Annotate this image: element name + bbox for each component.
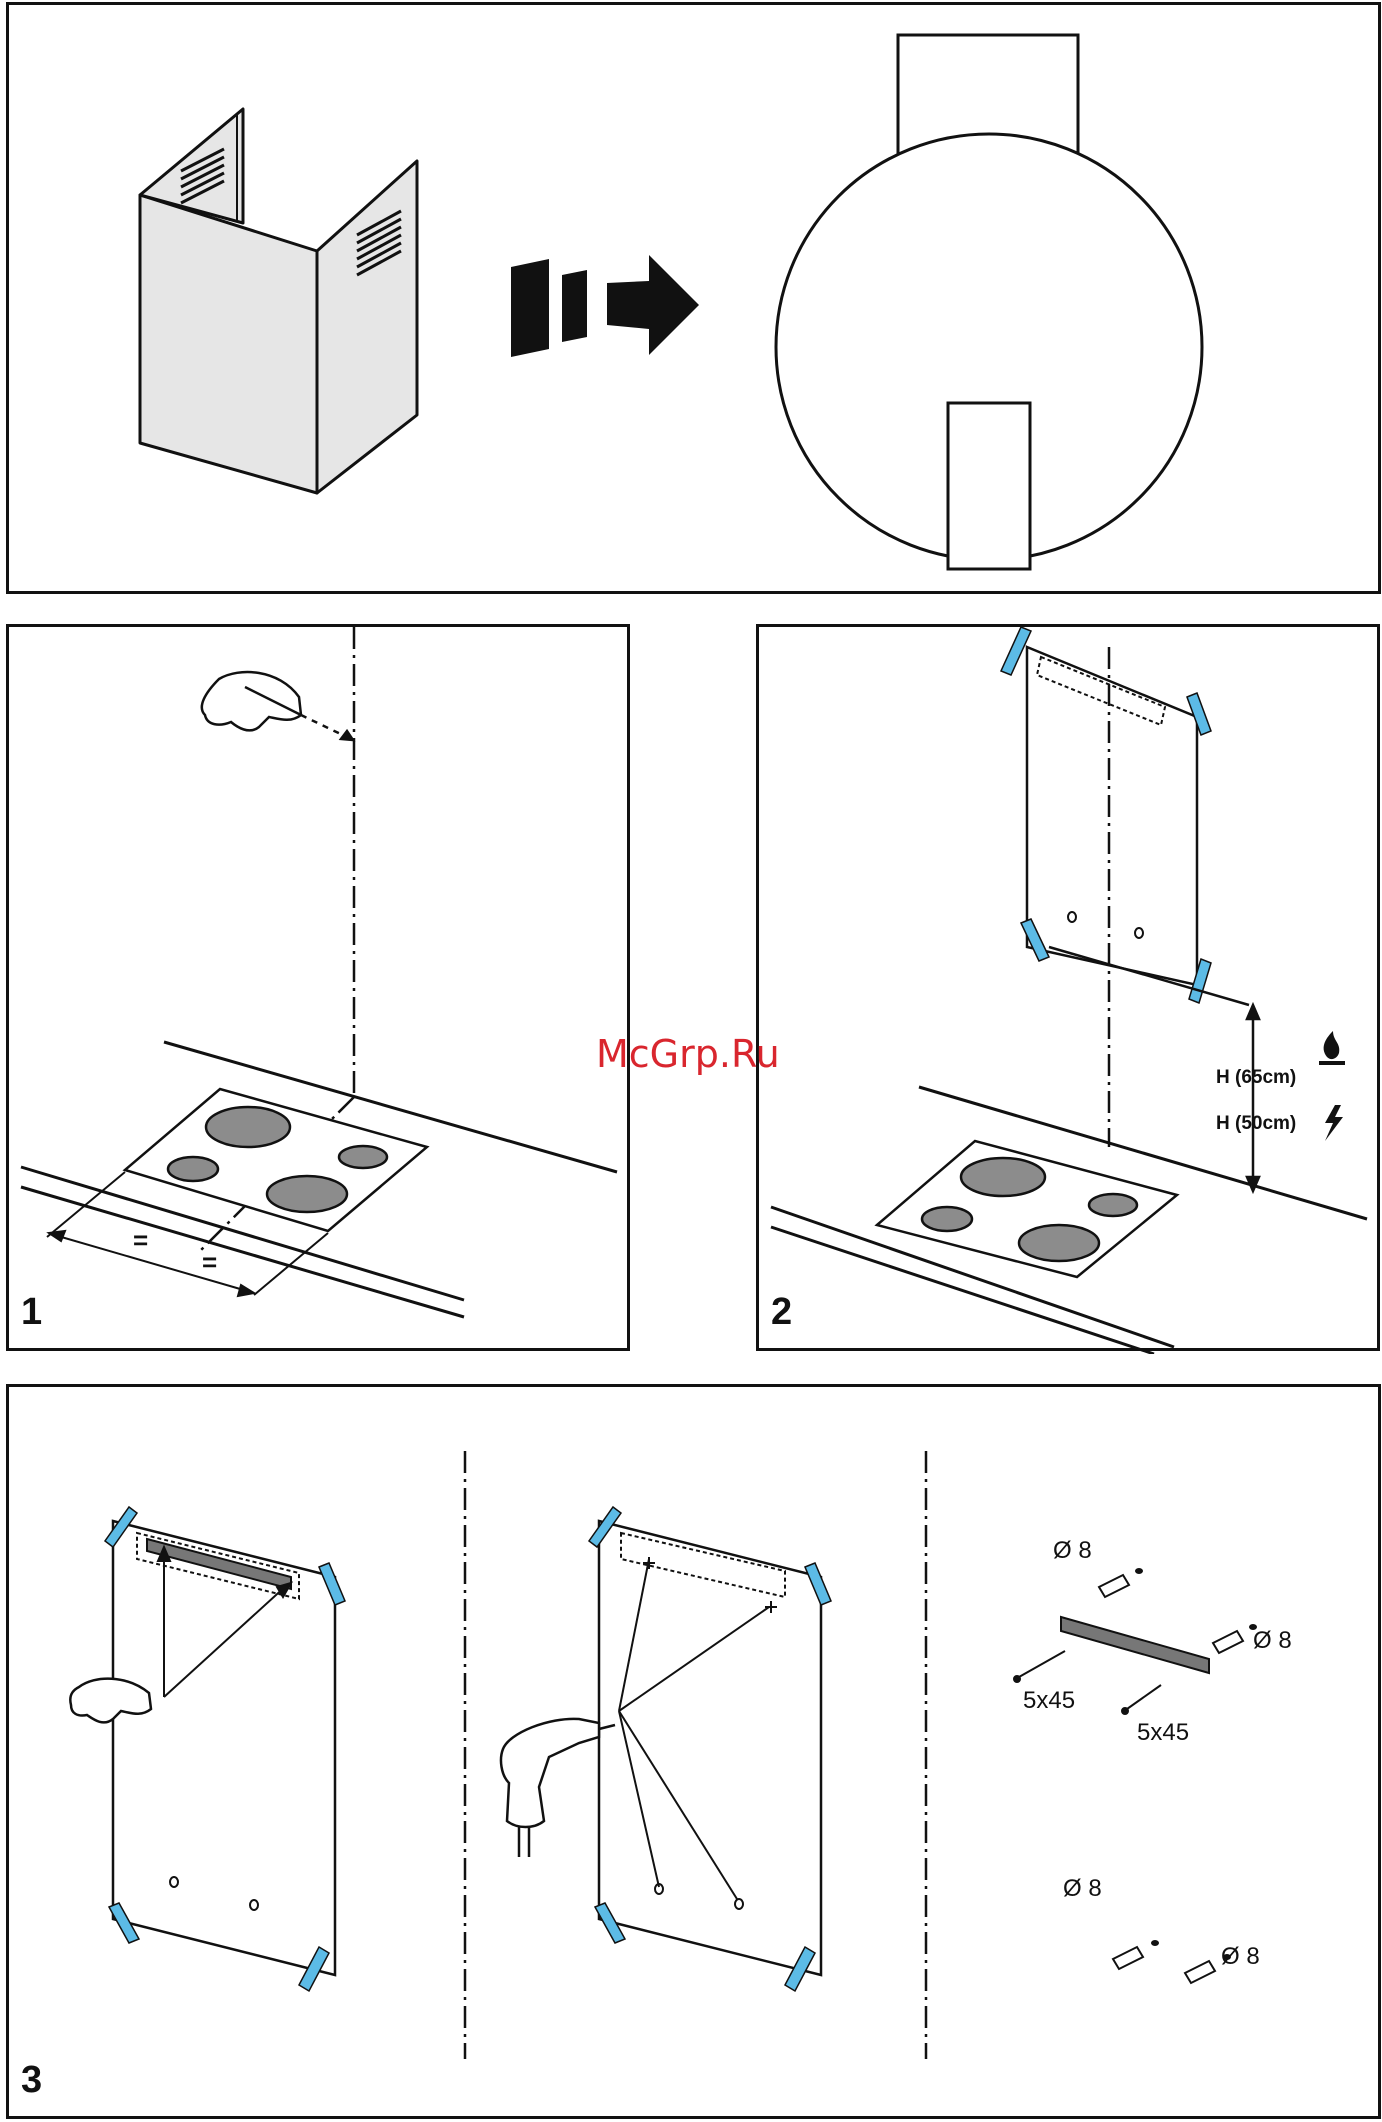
step-number: 3 — [21, 2059, 42, 2102]
lightning-icon — [1325, 1105, 1343, 1141]
screw-size-label: 5x45 — [1023, 1687, 1075, 1715]
step-number: 2 — [771, 1291, 792, 1334]
circular-view — [776, 35, 1202, 569]
step3-illustration — [9, 1387, 1382, 2122]
step-number: 1 — [21, 1291, 42, 1334]
top-panel — [6, 2, 1381, 594]
paper-template — [1027, 647, 1197, 985]
equal-mark-b: = — [202, 1247, 217, 1278]
watermark: McGrp.Ru — [596, 1032, 780, 1076]
step1-illustration — [9, 627, 633, 1354]
dowel-diameter-label: Ø 8 — [1063, 1875, 1102, 1903]
dowel-diameter-label: Ø 8 — [1221, 1943, 1260, 1971]
fixing-bracket — [1061, 1617, 1209, 1673]
equal-mark-a: = — [133, 1225, 148, 1256]
dowel-diameter-label: Ø 8 — [1253, 1627, 1292, 1655]
screw-size-label: 5x45 — [1137, 1719, 1189, 1747]
template-mark — [113, 1521, 335, 1975]
dowel-diameter-label: Ø 8 — [1053, 1537, 1092, 1565]
chimney-cover-illustration — [9, 5, 1382, 597]
step2-illustration — [759, 627, 1382, 1354]
step2-panel: H (65cm) H (50cm) 2 — [756, 624, 1380, 1351]
hob — [125, 1089, 427, 1231]
step3-panel: Ø 8 Ø 8 5x45 5x45 Ø 8 Ø 8 3 — [6, 1384, 1381, 2119]
flame-icon — [1319, 1031, 1345, 1065]
step1-panel: = = 1 — [6, 624, 630, 1351]
height-electric-label: H (50cm) — [1216, 1113, 1296, 1135]
hob — [877, 1141, 1177, 1277]
chimney-cover — [140, 109, 417, 493]
hand-pencil-icon — [202, 672, 353, 740]
direction-arrow-icon — [511, 255, 699, 357]
height-gas-label: H (65cm) — [1216, 1067, 1296, 1089]
